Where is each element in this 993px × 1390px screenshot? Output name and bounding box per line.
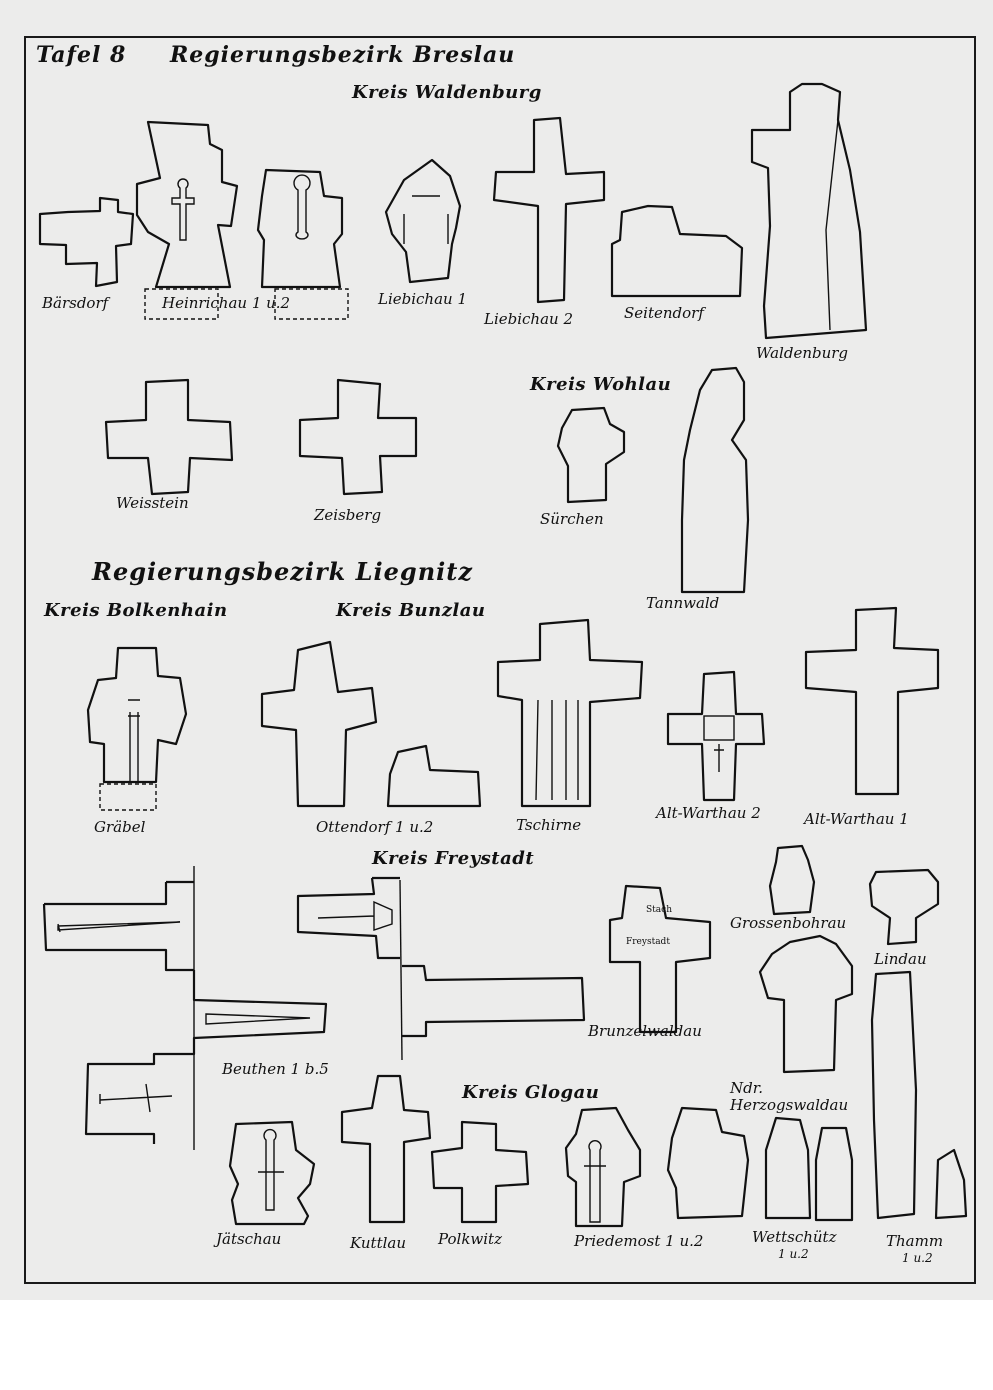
label-heinrichau: Heinrichau 1 u.2 [162, 294, 291, 312]
altwarthau2-inscription [703, 715, 735, 741]
label-liebichau2: Liebichau 2 [484, 310, 574, 328]
wettschutz1-stone [764, 1116, 812, 1220]
district-freystadt-heading: Kreis Freystadt [372, 848, 535, 869]
seitendorf-cross [610, 204, 744, 298]
label-zeisberg: Zeisberg [314, 506, 382, 524]
altwarthau2-cross [666, 670, 766, 802]
label-grossenbohrau: Grossenbohrau [730, 914, 847, 932]
grabel-cross [86, 646, 188, 784]
beuthen-sword-3 [99, 1083, 173, 1113]
jatschau-sword [258, 1128, 284, 1211]
label-surchen: Sürchen [540, 510, 604, 528]
liebichau1-cross [384, 158, 462, 284]
district-bolkenhain-heading: Kreis Bolkenhain [44, 600, 228, 621]
liebichau1-cross-inner [403, 195, 449, 244]
plate-title: Tafel 8 [36, 42, 127, 68]
label-altwarthau2: Alt-Warthau 2 [656, 804, 761, 822]
label-kuttlau: Kuttlau [350, 1234, 406, 1252]
wettschutz2-stone [814, 1126, 854, 1222]
heinrichau-2-key [293, 174, 311, 240]
region-liegnitz-heading: Regierungsbezirk Liegnitz [92, 557, 473, 586]
weisstein-cross [104, 378, 234, 496]
label-tannwald: Tannwald [646, 594, 720, 612]
plate-frame [24, 36, 976, 1284]
label-ndr-herzogswaldau: Ndr. Herzogswaldau [730, 1079, 849, 1114]
inscription-brunzelwaldau-mid: Freystadt [626, 937, 670, 947]
altwarthau1-cross [804, 606, 940, 796]
label-altwarthau1: Alt-Warthau 1 [804, 810, 909, 828]
kuttlau-cross [340, 1074, 432, 1224]
label-lindau: Lindau [874, 950, 927, 968]
tschirne-lines [535, 699, 579, 801]
label-grabel: Gräbel [94, 818, 146, 836]
label-thamm: Thamm [886, 1232, 944, 1250]
priedemost-cross [564, 1106, 642, 1228]
brunzelwaldau-cross [608, 884, 712, 1034]
heinrichau-cross [135, 120, 239, 289]
beuthen-sword-1 [57, 921, 181, 933]
thamm-stone-1 [870, 970, 918, 1220]
beuthen-stone-2 [84, 970, 328, 1144]
jatschau-stone [228, 1120, 316, 1226]
inscription-brunzelwaldau-top: Stach [646, 905, 672, 915]
freystadt-stone-2 [402, 964, 586, 1038]
freystadt-vertical-line [399, 879, 403, 1061]
district-waldenburg-heading: Kreis Waldenburg [352, 82, 542, 103]
beuthen-stone-1 [42, 880, 194, 972]
lindau-stone [868, 868, 940, 946]
barsdorf-cross [38, 196, 135, 288]
label-brunzelwaldau: Brunzelwaldau [588, 1022, 702, 1040]
label-wettschutz: Wettschütz [752, 1228, 837, 1246]
label-ottendorf: Ottendorf 1 u.2 [316, 818, 434, 836]
waldenburg-stone [750, 82, 868, 340]
label-seitendorf: Seitendorf [624, 304, 704, 322]
tannwald-stone [680, 366, 750, 594]
priedemost-sword [584, 1140, 606, 1223]
stone-cross-drawings [38, 82, 968, 1228]
heinrichau-sword [171, 178, 195, 241]
label-wettschutz-sub: 1 u.2 [778, 1247, 809, 1261]
region-breslau-heading: Regierungsbezirk Breslau [170, 42, 516, 68]
thamm-stone-2 [934, 1148, 968, 1220]
ottendorf2-cross [386, 744, 482, 808]
freystadt-stone-1 [296, 876, 400, 960]
label-beuthen: Beuthen 1 b.5 [222, 1060, 329, 1078]
label-priedemost: Priedemost 1 u.2 [574, 1232, 704, 1250]
heinrichau-2-cross [256, 168, 344, 289]
label-liebichau1: Liebichau 1 [378, 290, 468, 308]
beuthen-sword-2 [205, 1013, 311, 1025]
herzogswaldau-cross [758, 934, 854, 1074]
heinrichau-base-2 [274, 288, 349, 320]
tschirne-cross [496, 618, 644, 808]
label-jatschau: Jätschau [216, 1230, 282, 1248]
label-thamm-sub: 1 u.2 [902, 1251, 933, 1265]
district-glogau-heading: Kreis Glogau [462, 1082, 600, 1103]
priedemost2-stone [666, 1106, 750, 1220]
ottendorf1-cross [260, 640, 378, 808]
grossenbohrau-stone [768, 844, 816, 916]
zeisberg-cross [298, 378, 418, 496]
plate-sheet: Tafel 8 Regierungsbezirk Breslau Kreis W… [0, 0, 993, 1300]
grabel-base [99, 783, 157, 811]
district-wohlau-heading: Kreis Wohlau [530, 374, 672, 395]
heinrichau-base-1 [144, 288, 219, 320]
surchen-stone [556, 406, 626, 504]
label-tschirne: Tschirne [516, 816, 582, 834]
grabel-sword [128, 699, 140, 782]
altwarthau2-sword [714, 744, 724, 772]
label-weisstein: Weisstein [116, 494, 189, 512]
label-waldenburg: Waldenburg [756, 344, 849, 362]
district-bunzlau-heading: Kreis Bunzlau [336, 600, 486, 621]
freystadt-spade [317, 900, 393, 931]
waldenburg-seam [825, 119, 839, 331]
label-barsdorf: Bärsdorf [42, 294, 109, 312]
polkwitz-cross [430, 1120, 530, 1224]
label-polkwitz: Polkwitz [438, 1230, 502, 1248]
liebichau2-cross [492, 116, 606, 304]
